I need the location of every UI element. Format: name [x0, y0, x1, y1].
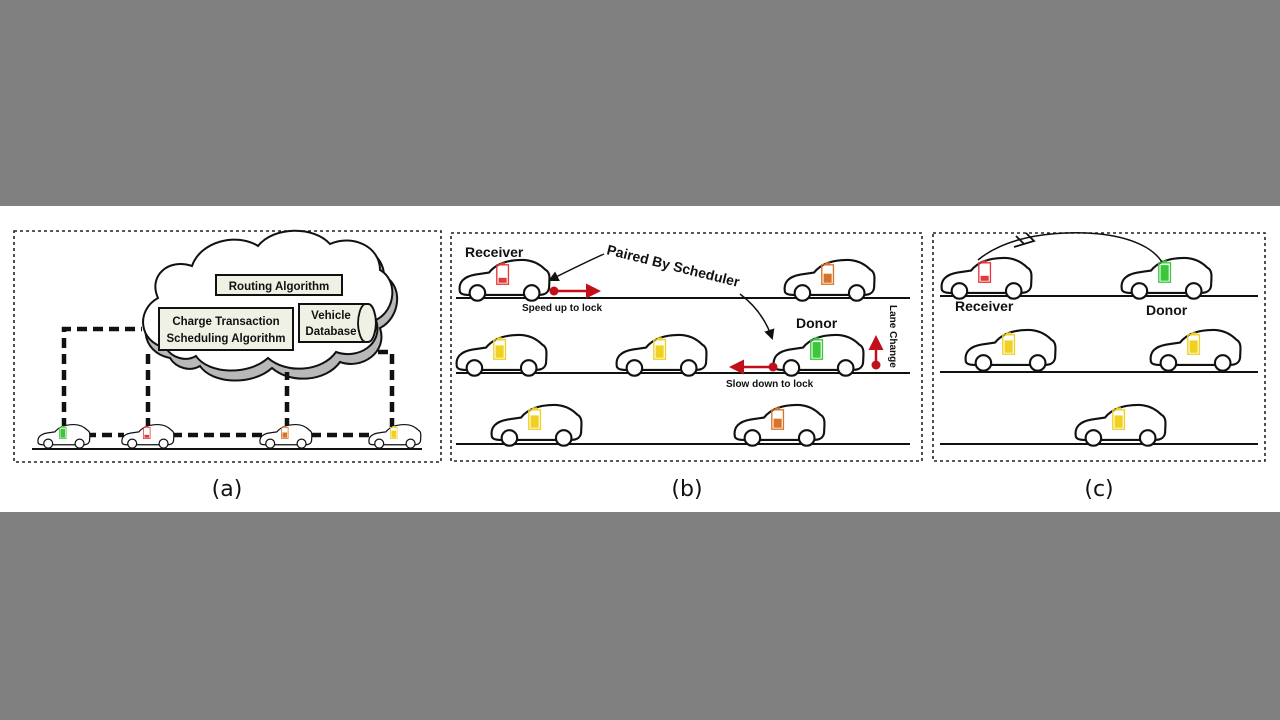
vehicle-database-icon [298, 303, 378, 343]
panel-b-caption: (b) [671, 477, 702, 502]
scheduling-algorithm-label-line1: Charge Transaction [172, 316, 279, 328]
battery-icon [528, 407, 542, 430]
slow-down-label: Slow down to lock [726, 379, 814, 390]
donor-car [772, 333, 865, 377]
panel-a-frame [13, 230, 442, 463]
panel-c-caption: (c) [1084, 477, 1113, 502]
panel-c-frame [932, 232, 1266, 462]
panel-b-donor-label: Donor [796, 315, 838, 331]
car-orange-7 [733, 403, 826, 447]
car-yellow-4 [368, 423, 422, 449]
vehicle-database-label-line2: Database [305, 326, 356, 338]
car-red-2 [121, 423, 175, 449]
car-yellow-3 [455, 333, 548, 377]
panel-b-receiver-label: Receiver [465, 244, 524, 260]
panel-c-cars [940, 256, 1242, 447]
speed-up-label: Speed up to lock [522, 303, 602, 314]
battery-icon [281, 425, 289, 439]
battery-icon [1112, 407, 1126, 430]
car-yellow-4 [615, 333, 708, 377]
battery-icon [496, 262, 510, 285]
receiver-car [940, 256, 1033, 300]
routing-algorithm-label: Routing Algorithm [229, 281, 330, 293]
car-yellow-4 [1149, 328, 1242, 372]
speed-up-arrow [549, 283, 601, 299]
donor-car [1120, 256, 1213, 300]
battery-icon [143, 425, 151, 439]
lane-change-arrow [868, 335, 884, 370]
panel-c: Receiver Donor (c) [932, 231, 1266, 502]
panel-a-caption: (a) [212, 477, 243, 502]
vehicle-database-label-line1: Vehicle [311, 310, 351, 322]
battery-icon [59, 425, 67, 439]
slow-down-arrow [729, 359, 778, 375]
panel-a-cars [37, 423, 422, 449]
network-links [61, 326, 395, 438]
car-orange-3 [259, 423, 313, 449]
panel-b-frame [450, 232, 923, 462]
car-orange-2 [783, 258, 876, 302]
battery-icon [1158, 260, 1172, 283]
battery-icon [390, 425, 398, 439]
battery-icon [493, 337, 507, 360]
car-yellow-5 [1074, 403, 1167, 447]
panel-c-donor-label: Donor [1146, 302, 1188, 318]
panel-b-cars [455, 258, 876, 447]
panel-a: Routing Algorithm Charge Transaction Sch… [13, 229, 442, 502]
paired-arrow-to-donor [739, 293, 775, 340]
battery-icon [821, 262, 835, 285]
battery-icon [810, 337, 824, 360]
routing-algorithm-box [215, 274, 343, 296]
car-yellow-3 [964, 328, 1057, 372]
scheduling-algorithm-label-line2: Scheduling Algorithm [166, 333, 285, 345]
battery-icon [653, 337, 667, 360]
car-green-1 [37, 423, 91, 449]
paired-arrow-to-receiver [548, 253, 605, 281]
battery-icon [1002, 332, 1016, 355]
battery-icon [978, 260, 992, 283]
scheduling-algorithm-box [158, 307, 294, 351]
battery-icon [1187, 332, 1201, 355]
charge-transfer-arrow [977, 231, 1163, 263]
battery-icon [771, 407, 785, 430]
receiver-car [458, 258, 551, 302]
car-yellow-6 [490, 403, 583, 447]
lane-change-label: Lane Change [887, 305, 898, 368]
panel-c-receiver-label: Receiver [955, 298, 1014, 314]
